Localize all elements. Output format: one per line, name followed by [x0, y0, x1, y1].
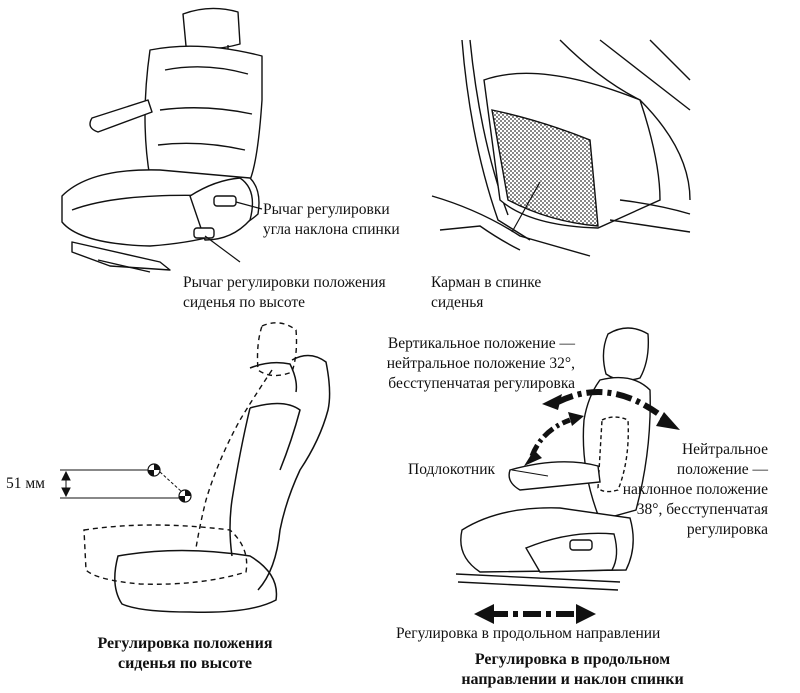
vertical-note-line-3: бесступенчатая регулировка: [388, 375, 575, 392]
neutral-note-line-5: регулировка: [686, 521, 768, 538]
recline-arrowhead-right: [656, 412, 680, 430]
armrest-arrowhead-bottom: [524, 450, 542, 466]
pivot-marker-upper: [147, 463, 161, 477]
height-adjust-illustration: [114, 354, 331, 613]
backrest-lever-label: Рычаг регулировки угла наклона спинки: [263, 200, 400, 240]
neutral-note-line-2: положение —: [676, 461, 768, 478]
neutral-note-line-3: наклонное положение: [622, 481, 768, 498]
armrest-label: Подлокотник: [408, 461, 496, 478]
vertical-note-line-2: нейтральное положение 32°,: [386, 355, 575, 372]
neutral-note-line-4: 38°, бесступенчатая: [636, 501, 768, 518]
longitudinal-label: Регулировка в продольном направлении: [396, 625, 661, 642]
slide-arrowhead-right: [576, 604, 596, 624]
longitudinal-caption: Регулировка в продольном направлении и н…: [430, 650, 715, 690]
height-dimension: [60, 469, 186, 499]
vertical-note-line-1: Вертикальное положение —: [387, 335, 575, 352]
recline-arrow: [556, 389, 666, 421]
seat-illustration-levers: [61, 7, 263, 273]
slide-arrowhead-left: [474, 604, 494, 624]
armrest-arrowhead-top: [568, 412, 584, 426]
height-lever-line-2: сиденья по высоте: [183, 294, 306, 311]
recline-arrowhead-left: [542, 394, 562, 410]
pocket-label: Карман в спинке сиденья: [431, 273, 541, 313]
height-caption-line-1: Регулировка положения: [97, 635, 273, 652]
backrest-lever-line-2: угла наклона спинки: [263, 221, 400, 238]
longitudinal-caption-line-2: направлении и наклон спинки: [461, 671, 684, 688]
pocket-line-1: Карман в спинке: [431, 274, 542, 291]
pivot-marker-lower: [178, 489, 192, 503]
height-caption-line-2: сиденья по высоте: [117, 655, 253, 672]
height-lever-line-1: Рычаг регулировки положения: [183, 274, 386, 291]
height-adjust-caption: Регулировка положения сиденья по высоте: [60, 634, 310, 674]
neutral-position-note: Нейтральное положение — наклонное положе…: [620, 440, 768, 540]
vertical-position-note: Вертикальное положение — нейтральное пол…: [330, 334, 575, 394]
armrest-arrow: [529, 417, 571, 457]
dimension-label: 51 мм: [6, 475, 45, 492]
height-lever-label: Рычаг регулировки положения сиденья по в…: [183, 273, 386, 313]
recline-seat-illustration: [455, 327, 651, 591]
height-adjust-dashed-outline: [83, 322, 298, 585]
pocket-shape: [491, 109, 599, 227]
backrest-lever-line-1: Рычаг регулировки: [263, 201, 390, 218]
longitudinal-caption-line-1: Регулировка в продольном: [474, 651, 671, 668]
neutral-note-line-1: Нейтральное: [681, 441, 768, 458]
pocket-line-2: сиденья: [431, 294, 484, 311]
